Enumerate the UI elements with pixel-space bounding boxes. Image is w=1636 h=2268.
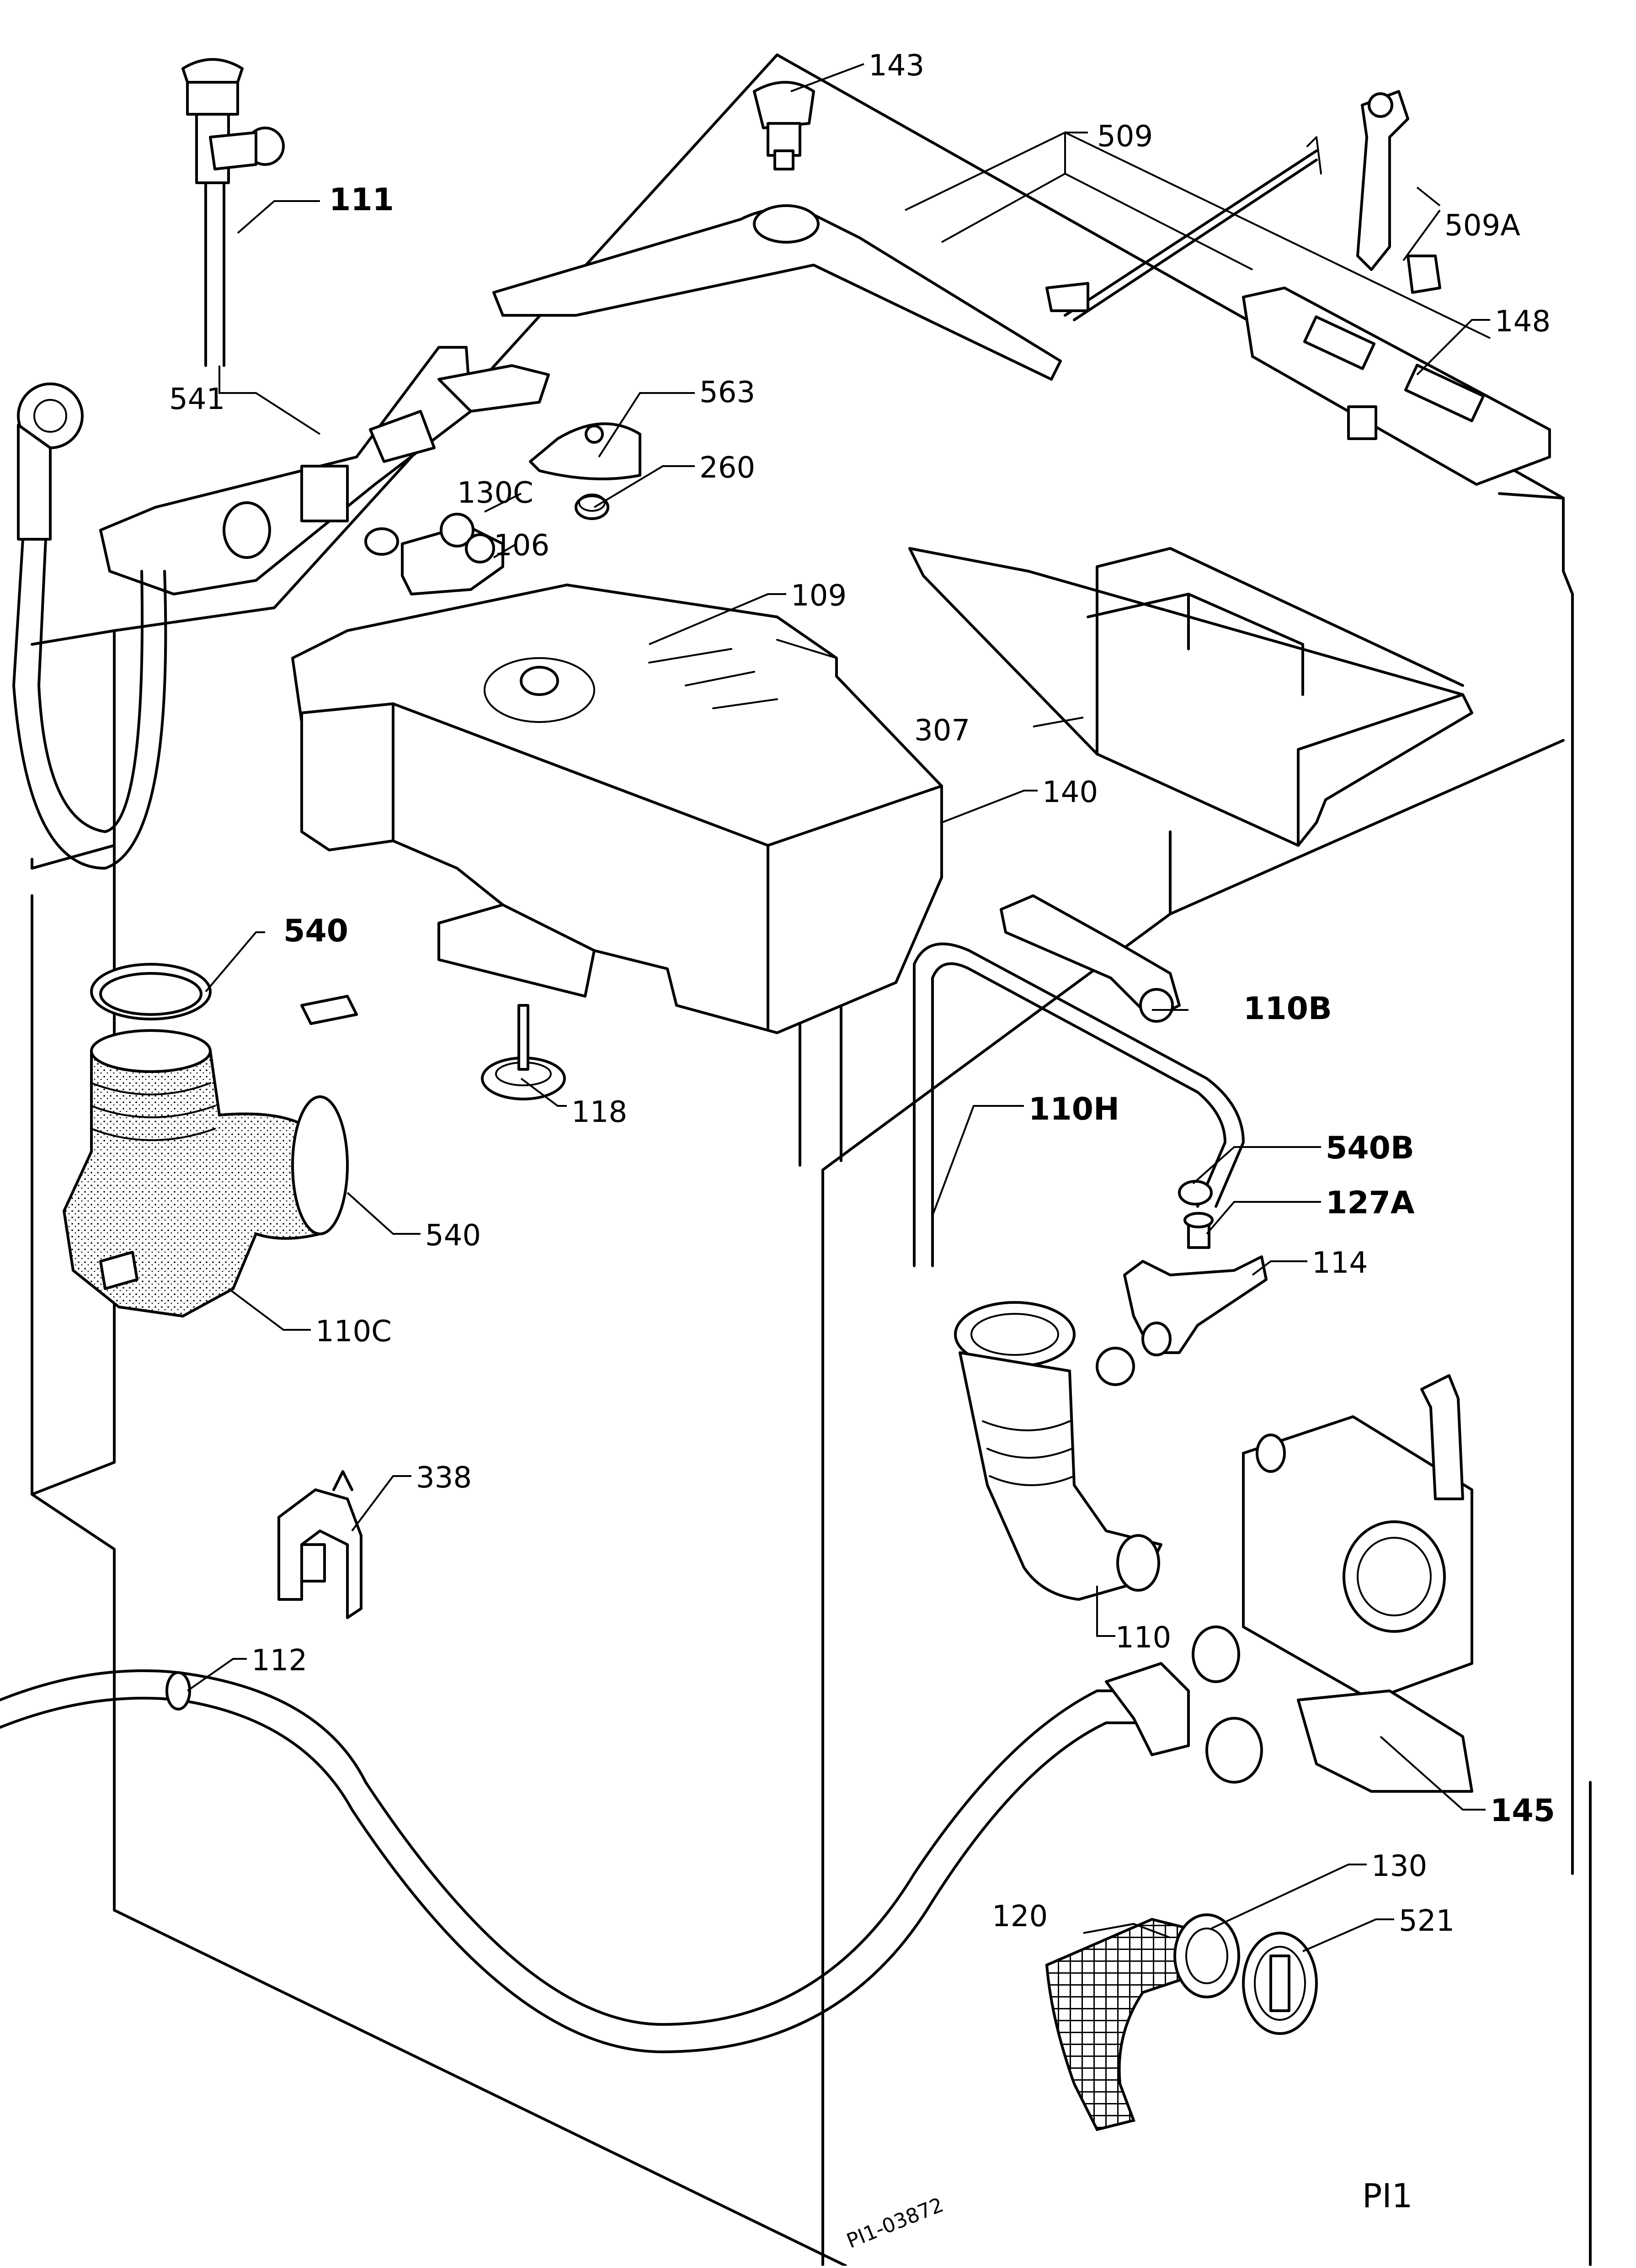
- label-114: 114: [1312, 1246, 1368, 1280]
- part-106-valve: [364, 513, 504, 595]
- part-labels: 143 509 509A 111 148 541 563 260 130C 10…: [169, 49, 1555, 2253]
- part-148-handle: [1242, 287, 1551, 486]
- label-260: 260: [699, 451, 755, 485]
- part-521-cap: [1242, 1932, 1318, 2035]
- part-338-hose-guide: [277, 1470, 362, 1619]
- part-110B-hose: [1000, 894, 1181, 1023]
- inlet-hose-left: [12, 382, 167, 870]
- label-106: 106: [494, 529, 549, 563]
- part-111-inlet-valve: [181, 58, 285, 367]
- label-112: 112: [251, 1644, 307, 1678]
- label-563: 563: [699, 376, 755, 409]
- label-509A: 509A: [1444, 209, 1520, 243]
- part-110C-sump-hose: [62, 963, 358, 1318]
- part-110H-hose: [913, 942, 1245, 1267]
- label-130: 130: [1371, 1849, 1427, 1883]
- label-110C: 110C: [315, 1315, 392, 1349]
- page-code: PI1: [1362, 2177, 1412, 2215]
- label-110B: 110B: [1243, 991, 1332, 1027]
- label-540-mid: 540: [425, 1219, 481, 1253]
- label-120: 120: [992, 1900, 1048, 1933]
- part-563-cover: [529, 422, 641, 480]
- label-127A: 127A: [1326, 1185, 1415, 1221]
- label-130C: 130C: [457, 476, 533, 510]
- drawing-code: PI1-03872: [843, 2193, 947, 2253]
- label-338: 338: [416, 1461, 472, 1495]
- label-307: 307: [914, 714, 970, 748]
- label-118: 118: [571, 1095, 627, 1129]
- label-148: 148: [1495, 305, 1551, 339]
- part-541-bracket: [99, 346, 550, 595]
- label-509: 509: [1097, 120, 1153, 154]
- part-509-lever: [492, 136, 1322, 381]
- part-145-pump: [1192, 1374, 1473, 1793]
- part-120-filter-hose: [1045, 1913, 1240, 2131]
- part-109-housing: [291, 584, 943, 1034]
- label-145: 145: [1490, 1793, 1555, 1829]
- label-143: 143: [869, 49, 924, 83]
- part-114-air-trap: [1123, 1255, 1268, 1356]
- label-540-top: 540: [283, 913, 348, 949]
- part-110-sump-hose: [954, 1301, 1162, 1601]
- part-307-drawer: [908, 547, 1473, 847]
- part-540B-clamp: [1178, 1180, 1213, 1206]
- label-540B: 540B: [1326, 1130, 1414, 1166]
- part-112-drain-hose: [0, 1662, 1190, 2053]
- part-143-knob: [753, 81, 815, 170]
- part-118-filter: [481, 1004, 566, 1100]
- part-260-spring: [575, 494, 609, 520]
- label-111: 111: [329, 182, 394, 218]
- part-509A-arm: [1356, 90, 1441, 294]
- leader-lines: [187, 63, 1491, 1952]
- label-521: 521: [1399, 1904, 1455, 1938]
- part-127A-connector: [1183, 1212, 1214, 1249]
- label-140: 140: [1042, 775, 1098, 809]
- label-109: 109: [791, 579, 847, 613]
- label-541: 541: [169, 382, 225, 416]
- label-110H: 110H: [1028, 1091, 1119, 1127]
- label-110: 110: [1115, 1621, 1171, 1655]
